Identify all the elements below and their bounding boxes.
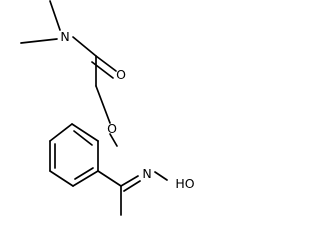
atom-n-oxime: N [142, 166, 151, 181]
atom-hydroxyl: HO [175, 176, 194, 191]
bond-o-ring [109, 133, 118, 147]
ring-bond-3 [49, 170, 74, 187]
ring-double-3 [74, 167, 94, 180]
bond-methyl-left [20, 38, 58, 44]
bond-ch2-o [95, 85, 111, 124]
bond-c-n-2 [123, 180, 141, 192]
atom-n-amide: N [60, 29, 69, 44]
bond-methyl-up [49, 0, 61, 31]
ring-bond-4 [72, 170, 99, 187]
bond-ring-oxime [97, 170, 122, 187]
bond-carbonyl-1 [95, 55, 117, 72]
atom-o-carbonyl: O [116, 67, 126, 82]
bond-c-n-1 [120, 175, 139, 187]
atom-o-ether: O [107, 121, 117, 136]
ring-bond-1 [49, 123, 73, 142]
bond-n-carbonyl [72, 36, 97, 57]
ring-double-2 [73, 130, 93, 146]
ring-bond-6 [71, 123, 99, 142]
structure-diagram: N O O N HO [20, 0, 195, 216]
bond-n-oh [154, 171, 168, 181]
